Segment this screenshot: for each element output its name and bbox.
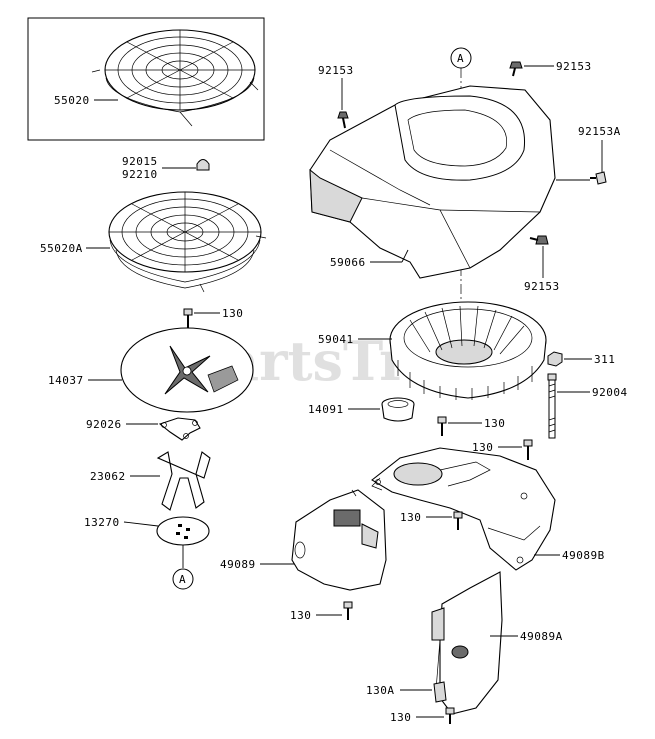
inset-box bbox=[27, 17, 265, 141]
label-59066: 59066 bbox=[330, 256, 366, 269]
plate-13270[interactable] bbox=[156, 516, 210, 546]
bolt-130-a[interactable] bbox=[183, 308, 193, 328]
label-130-e: 130 bbox=[290, 609, 311, 622]
shroud-59066[interactable] bbox=[309, 85, 556, 279]
baffle-49089B[interactable] bbox=[371, 447, 556, 571]
nut-311[interactable] bbox=[547, 351, 563, 367]
screw-92153-b[interactable] bbox=[509, 61, 523, 77]
label-130-b: 130 bbox=[484, 417, 505, 430]
label-14091: 14091 bbox=[308, 403, 344, 416]
label-49089A: 49089A bbox=[520, 630, 563, 643]
label-311: 311 bbox=[594, 353, 615, 366]
label-23062: 23062 bbox=[90, 470, 126, 483]
label-55020: 55020 bbox=[54, 94, 90, 107]
label-130-a: 130 bbox=[222, 307, 243, 320]
screw-92153-a[interactable] bbox=[337, 111, 349, 129]
bracket-92026[interactable] bbox=[158, 417, 201, 441]
label-92210: 92210 bbox=[122, 168, 158, 181]
screw-92153-c[interactable] bbox=[529, 235, 549, 245]
label-130-f: 130 bbox=[390, 711, 411, 724]
stud-92004[interactable] bbox=[547, 373, 557, 439]
label-14037: 14037 bbox=[48, 374, 84, 387]
label-55020A: 55020A bbox=[40, 242, 83, 255]
grill-55020[interactable] bbox=[91, 29, 259, 127]
label-49089: 49089 bbox=[220, 558, 256, 571]
label-130A: 130A bbox=[366, 684, 395, 697]
flywheel-59041[interactable] bbox=[389, 301, 547, 400]
callout-a-bottom-text: A bbox=[179, 573, 186, 586]
screen-14037[interactable] bbox=[120, 327, 254, 413]
bolt-130-f[interactable] bbox=[445, 707, 455, 724]
bolt-130-b[interactable] bbox=[437, 416, 447, 436]
label-130-d: 130 bbox=[400, 511, 421, 524]
bolt-130-c[interactable] bbox=[523, 439, 533, 460]
bushing-14091[interactable] bbox=[381, 397, 415, 422]
label-92015: 92015 bbox=[122, 155, 158, 168]
bolt-130-e[interactable] bbox=[343, 601, 353, 620]
label-130-c: 130 bbox=[472, 441, 493, 454]
nut-92015[interactable] bbox=[196, 159, 210, 171]
baffle-49089A[interactable] bbox=[431, 571, 503, 715]
label-92004: 92004 bbox=[592, 386, 628, 399]
spring-23062[interactable] bbox=[156, 451, 211, 511]
label-13270: 13270 bbox=[84, 516, 120, 529]
label-49089B: 49089B bbox=[562, 549, 605, 562]
bolt-130A[interactable] bbox=[433, 681, 447, 703]
label-59041: 59041 bbox=[318, 333, 354, 346]
label-92153A: 92153A bbox=[578, 125, 621, 138]
bolt-130-d[interactable] bbox=[453, 511, 463, 530]
label-92153-a: 92153 bbox=[318, 64, 354, 77]
baffle-49089[interactable] bbox=[291, 489, 387, 591]
label-92153-c: 92153 bbox=[524, 280, 560, 293]
label-92153-b: 92153 bbox=[556, 60, 592, 73]
callout-a-top-text: A bbox=[457, 52, 464, 65]
screw-92153A[interactable] bbox=[590, 171, 607, 185]
label-92026: 92026 bbox=[86, 418, 122, 431]
grill-55020A[interactable] bbox=[108, 191, 267, 293]
callout-a-bottom bbox=[172, 568, 194, 590]
